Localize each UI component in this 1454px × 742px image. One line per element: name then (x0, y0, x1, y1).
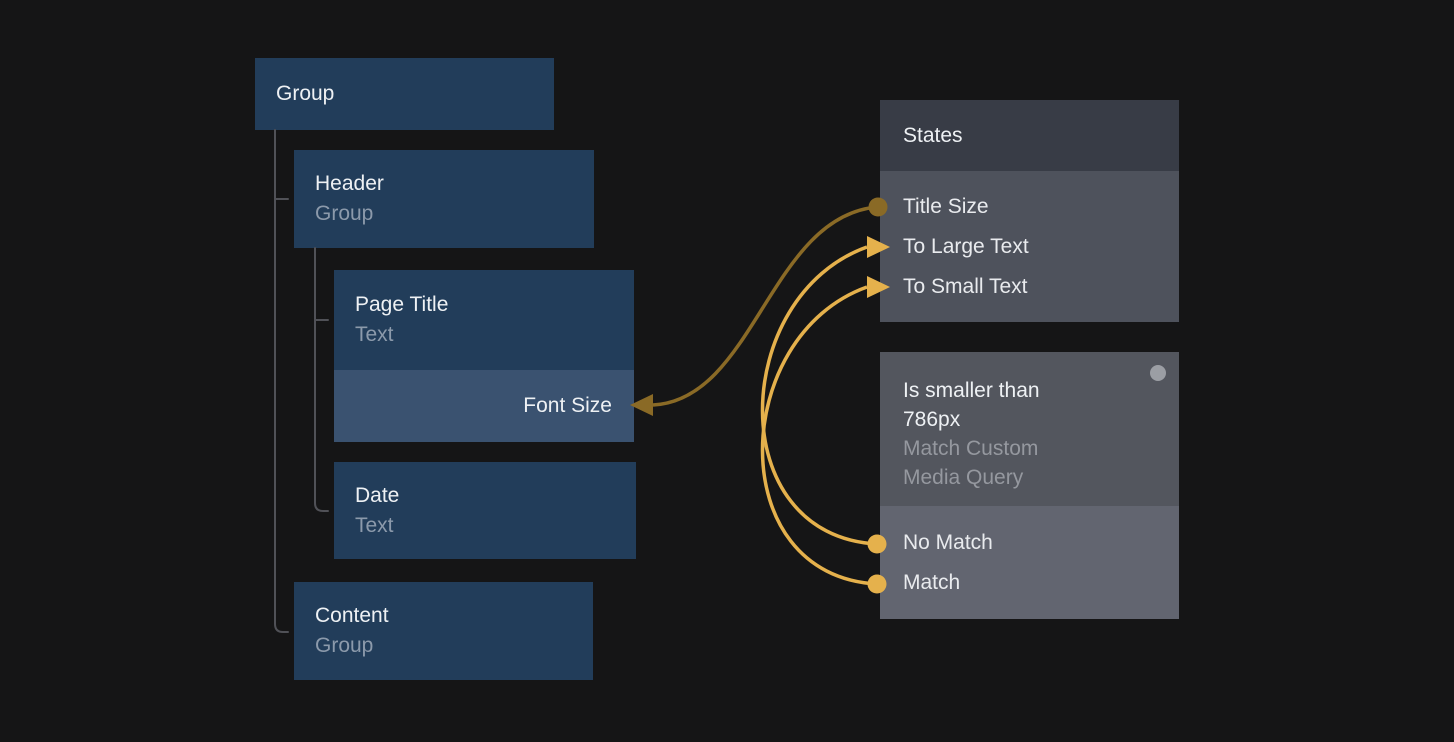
state-item-to-small-text[interactable]: To Small Text (880, 267, 1179, 307)
connection-title-size-to-font-size (630, 197, 888, 416)
states-panel-title: States (903, 123, 963, 147)
media-query-type-label: Media Query (903, 466, 1024, 489)
media-query-panel-header[interactable]: Is smaller than 786px Match Custom Media… (880, 352, 1179, 506)
query-item-label: Match (903, 571, 961, 594)
media-query-title-line: 786px (903, 408, 961, 431)
property-label: Font Size (523, 394, 612, 417)
states-panel-body: Title Size To Large Text To Small Text (880, 171, 1179, 322)
media-query-type-label: Match Custom (903, 437, 1039, 460)
layer-node-page-title[interactable]: Page Title Text (334, 270, 634, 370)
connection-no-match-to-large-text (760, 236, 890, 554)
media-query-title-line: Is smaller than (903, 379, 1040, 402)
states-panel-header[interactable]: States (880, 100, 1179, 171)
layer-type-label: Group (315, 202, 374, 225)
connection-curve (652, 205, 879, 407)
layer-node-group[interactable]: Group (255, 58, 554, 130)
connection-curve (760, 245, 878, 546)
layer-node-date[interactable]: Date Text (334, 462, 636, 559)
layer-node-content[interactable]: Content Group (294, 582, 593, 680)
state-item-label: Title Size (903, 195, 989, 218)
media-query-panel: Is smaller than 786px Match Custom Media… (880, 352, 1179, 619)
layer-type-label: Text (355, 323, 394, 346)
layer-title: Content (315, 604, 389, 627)
state-item-title-size[interactable]: Title Size (880, 187, 1179, 227)
status-dot-icon[interactable] (1150, 365, 1166, 381)
tree-connector-line (314, 247, 329, 512)
query-item-label: No Match (903, 531, 993, 554)
connection-match-to-small-text (760, 276, 890, 594)
property-row-font-size[interactable]: Font Size (334, 370, 634, 442)
states-panel: States Title Size To Large Text To Small… (880, 100, 1179, 322)
tree-connector-line (274, 129, 289, 633)
layer-type-label: Text (355, 513, 394, 537)
connection-curve (760, 285, 878, 586)
state-item-label: To Large Text (903, 235, 1029, 258)
query-item-match[interactable]: Match (880, 563, 1179, 603)
state-item-to-large-text[interactable]: To Large Text (880, 227, 1179, 267)
state-item-label: To Small Text (903, 275, 1028, 298)
layer-title: Date (355, 483, 400, 507)
media-query-panel-body: No Match Match (880, 506, 1179, 619)
layer-title: Header (315, 172, 384, 195)
layer-title: Group (276, 82, 335, 105)
layer-title: Page Title (355, 293, 449, 316)
layer-type-label: Group (315, 634, 374, 657)
query-item-no-match[interactable]: No Match (880, 523, 1179, 563)
layer-node-header[interactable]: Header Group (294, 150, 594, 248)
